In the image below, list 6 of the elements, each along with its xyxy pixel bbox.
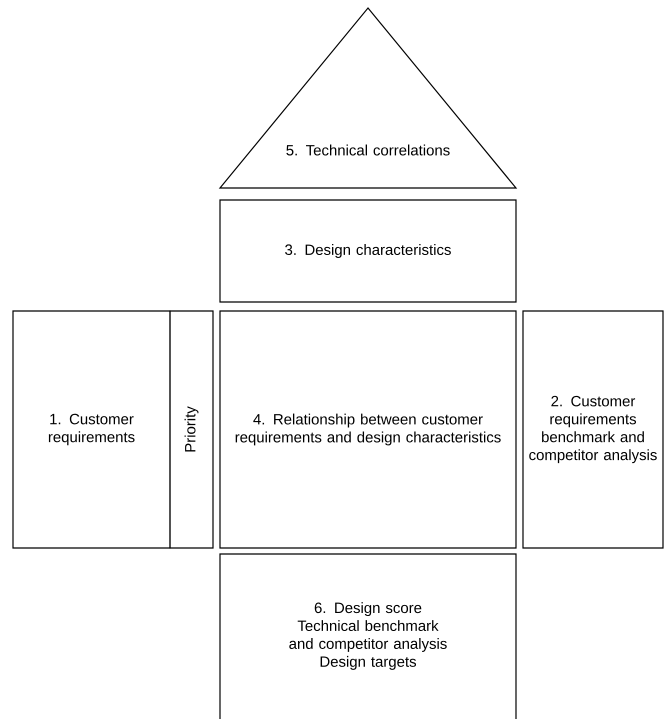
section-box: 2. Customer requirements benchmark and competitor analysis: [522, 310, 664, 549]
section-box: Priority: [169, 310, 214, 549]
section-box: 1. Customer requirements: [12, 310, 171, 549]
section-box: 3. Design characteristics: [219, 199, 517, 303]
section-box: 6. Design score Technical benchmark and competitor analysis Design targets: [219, 553, 517, 719]
section-box: 4. Relationship between customer requirements and design characteristics: [219, 310, 517, 549]
